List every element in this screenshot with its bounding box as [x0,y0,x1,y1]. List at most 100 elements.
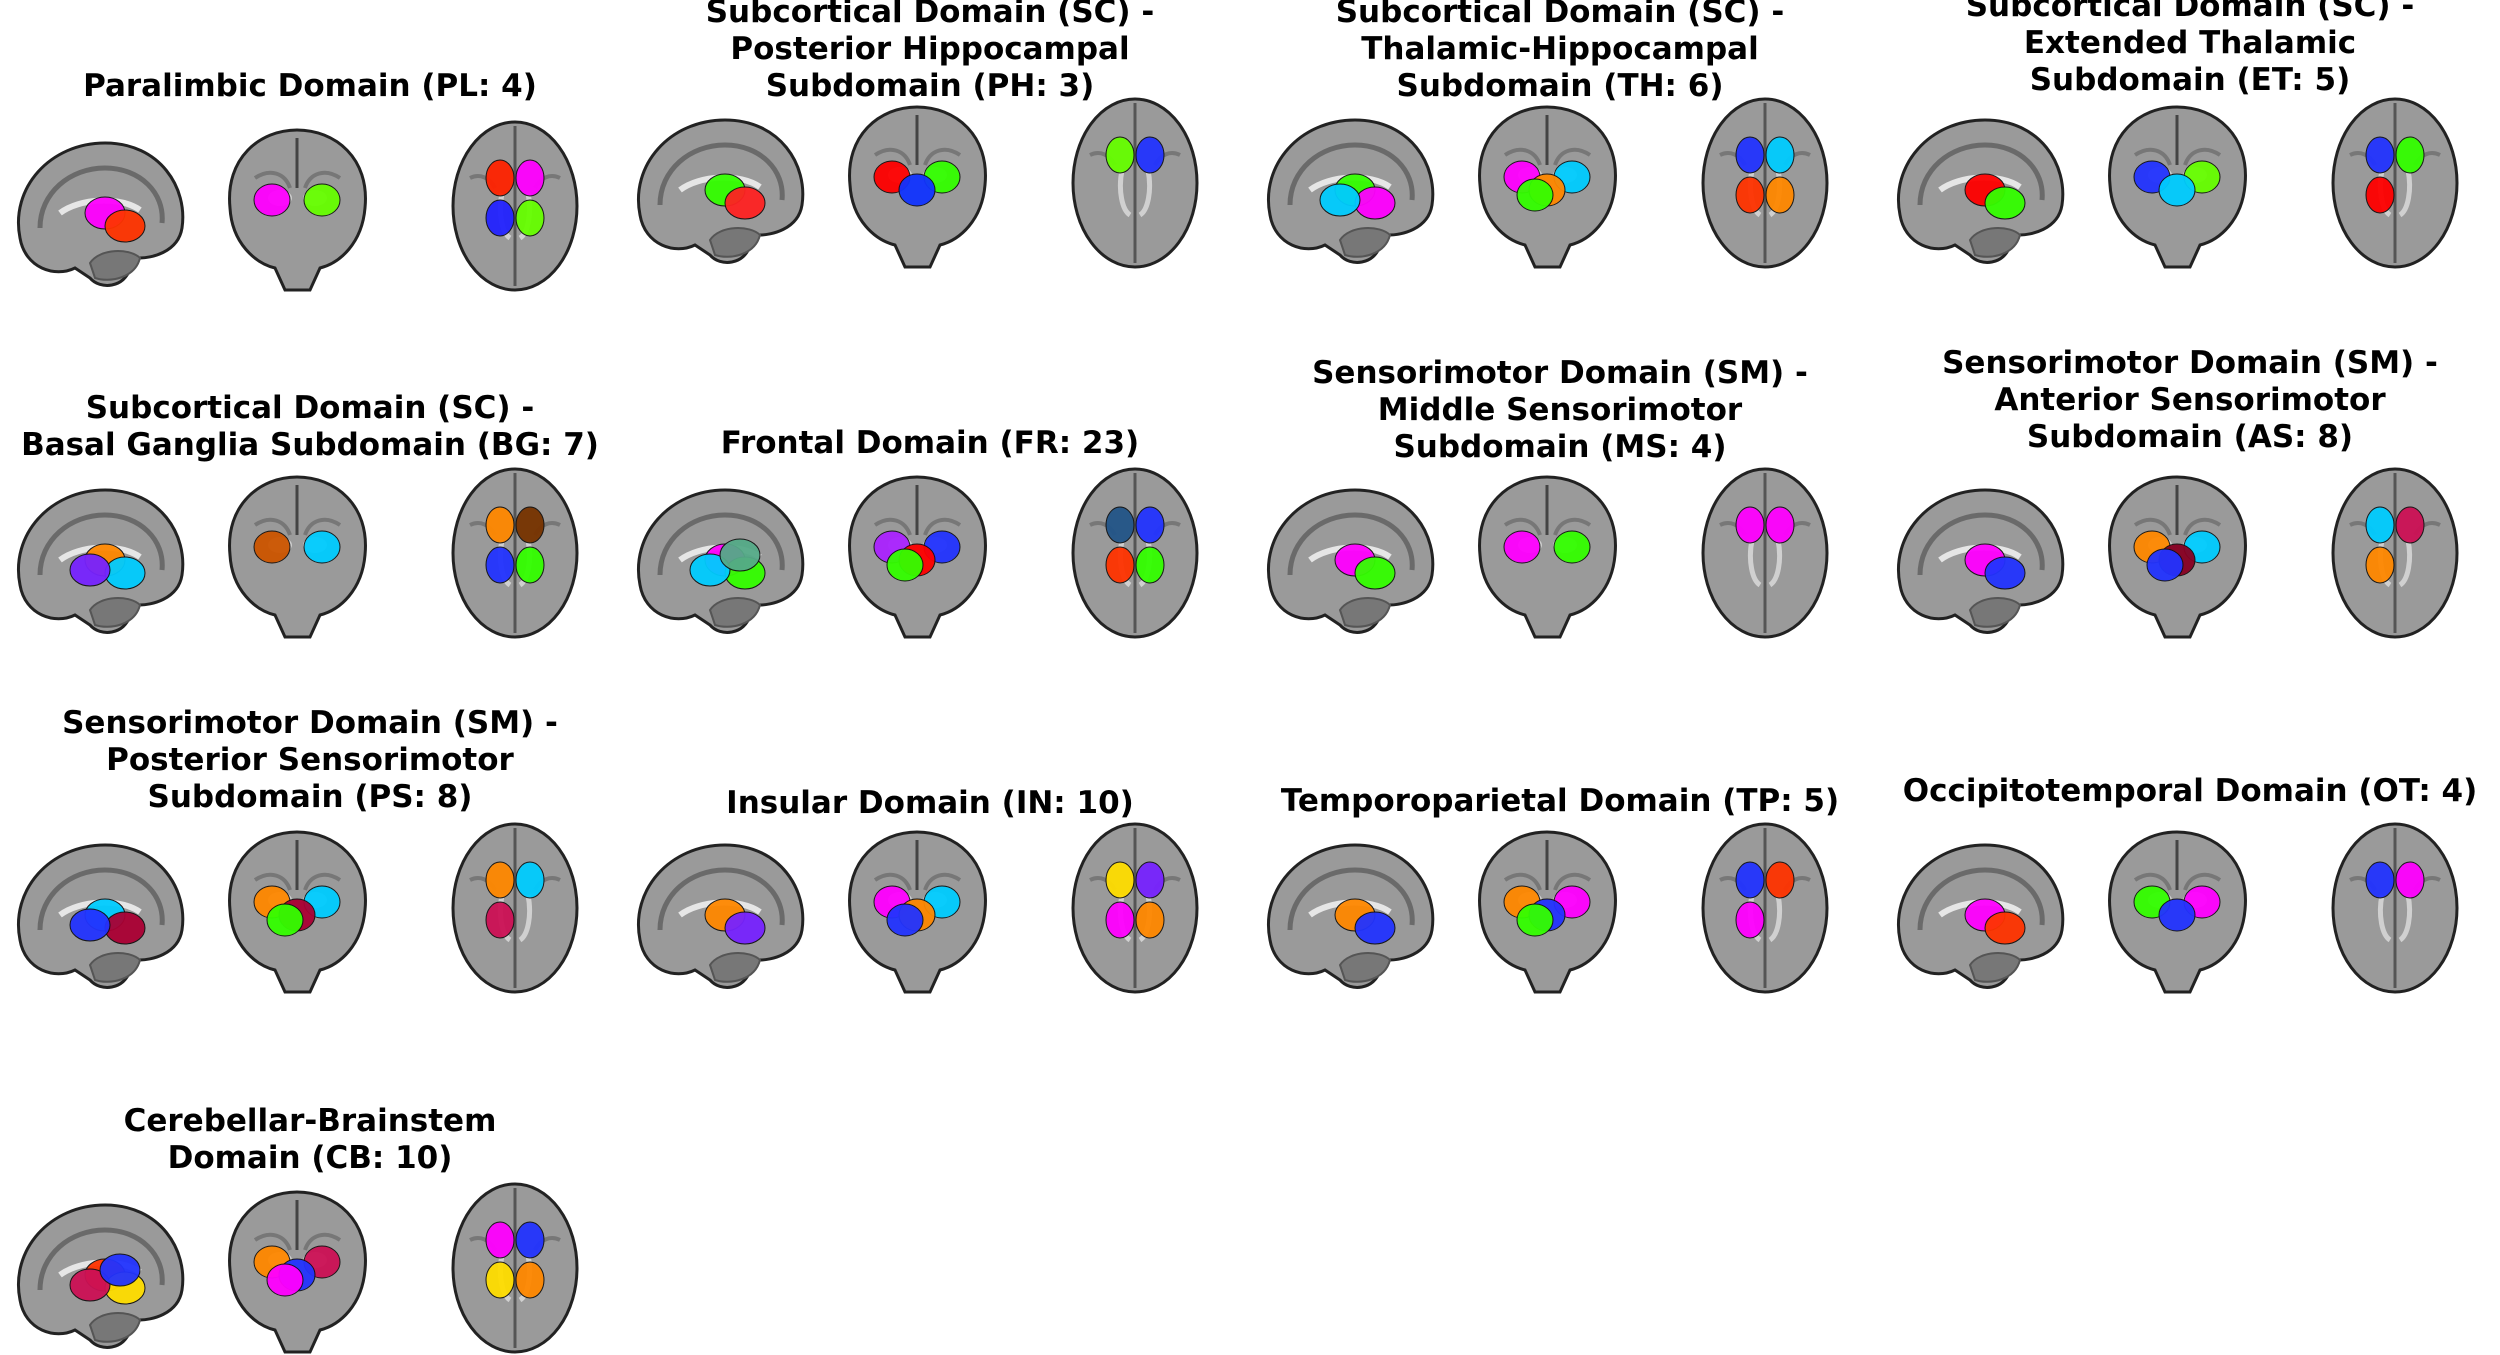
activation-blob [485,1221,515,1259]
activation-blob [104,911,146,945]
activation-blob [104,556,146,590]
activation-blob [485,199,515,237]
activation-blob [724,911,766,945]
sagittal-brain-image [1267,843,1435,989]
coronal-brain-image [228,830,367,994]
activation-blob [266,1263,304,1297]
sagittal-brain-image [17,1203,185,1349]
activation-blob [1105,506,1135,544]
activation-blob [1735,506,1765,544]
activation-blob [1984,911,2026,945]
sagittal-view [1880,465,2070,640]
sagittal-view [1250,95,1440,270]
activation-blob [2395,136,2425,174]
activation-blob [485,1261,515,1299]
axial-brain-image [2331,467,2459,639]
activation-blob [515,546,545,584]
activation-blob [266,903,304,937]
panel-title: Sensorimotor Domain (SM) - Middle Sensor… [1312,355,1808,465]
activation-blob [303,183,341,217]
sagittal-brain-image [1267,488,1435,634]
sagittal-view [0,1180,190,1355]
activation-blob [1354,556,1396,590]
activation-blob [1135,546,1165,584]
axial-view [440,820,590,995]
coronal-brain-image [228,1190,367,1354]
axial-view [440,465,590,640]
activation-blob [2158,898,2196,932]
axial-view [1690,95,1840,270]
axial-brain-image [1071,467,1199,639]
activation-blob [2365,506,2395,544]
activation-blob [253,183,291,217]
activation-blob [724,186,766,220]
axial-brain-image [2331,97,2459,269]
activation-blob [515,506,545,544]
activation-blob [1516,178,1554,212]
axial-brain-image [1701,822,1829,994]
axial-brain-image [1071,822,1199,994]
coronal-view [1460,95,1635,270]
activation-blob [69,553,111,587]
activation-blob [1354,911,1396,945]
axial-view [1690,465,1840,640]
activation-blob [1135,861,1165,899]
sagittal-brain-image [637,843,805,989]
activation-blob [1135,506,1165,544]
coronal-brain-image [2108,475,2247,639]
activation-blob [1135,136,1165,174]
activation-blob [2365,176,2395,214]
coronal-view [210,118,385,293]
coronal-view [830,465,1005,640]
axial-view [440,1180,590,1355]
activation-blob [1765,176,1795,214]
sagittal-view [620,465,810,640]
sagittal-view [1880,820,2070,995]
activation-blob [515,861,545,899]
activation-blob [1765,136,1795,174]
coronal-brain-image [848,475,987,639]
axial-view [1060,465,1210,640]
activation-blob [1135,901,1165,939]
sagittal-view [620,820,810,995]
panel-title: Cerebellar-Brainstem Domain (CB: 10) [123,1103,497,1176]
coronal-view [1460,465,1635,640]
activation-blob [886,903,924,937]
axial-brain-image [451,822,579,994]
activation-blob [1735,861,1765,899]
axial-brain-image [2331,822,2459,994]
panel-title: Insular Domain (IN: 10) [726,785,1134,821]
sagittal-view [620,95,810,270]
sagittal-brain-image [1897,843,2065,989]
coronal-brain-image [848,830,987,994]
axial-brain-image [1701,97,1829,269]
activation-blob [485,901,515,939]
coronal-view [210,820,385,995]
axial-view [2320,820,2470,995]
panel-title: Subcortical Domain (SC) - Posterior Hipp… [705,0,1155,104]
coronal-view [2090,820,2265,995]
sagittal-brain-image [637,488,805,634]
activation-blob [303,530,341,564]
coronal-brain-image [848,105,987,269]
axial-view [1060,820,1210,995]
coronal-view [2090,465,2265,640]
activation-blob [1765,861,1795,899]
activation-blob [485,546,515,584]
axial-view [1060,95,1210,270]
panel-title: Sensorimotor Domain (SM) - Posterior Sen… [62,705,558,815]
activation-blob [485,506,515,544]
axial-view [2320,465,2470,640]
coronal-view [2090,95,2265,270]
activation-blob [898,173,936,207]
panel-title: Sensorimotor Domain (SM) - Anterior Sens… [1942,345,2438,455]
activation-blob [69,1268,111,1302]
activation-blob [2365,546,2395,584]
coronal-brain-image [2108,830,2247,994]
coronal-view [1460,820,1635,995]
panel-title: Temporoparietal Domain (TP: 5) [1280,783,1840,819]
coronal-brain-image [2108,105,2247,269]
activation-blob [2146,548,2184,582]
activation-blob [2395,861,2425,899]
activation-blob [1516,903,1554,937]
